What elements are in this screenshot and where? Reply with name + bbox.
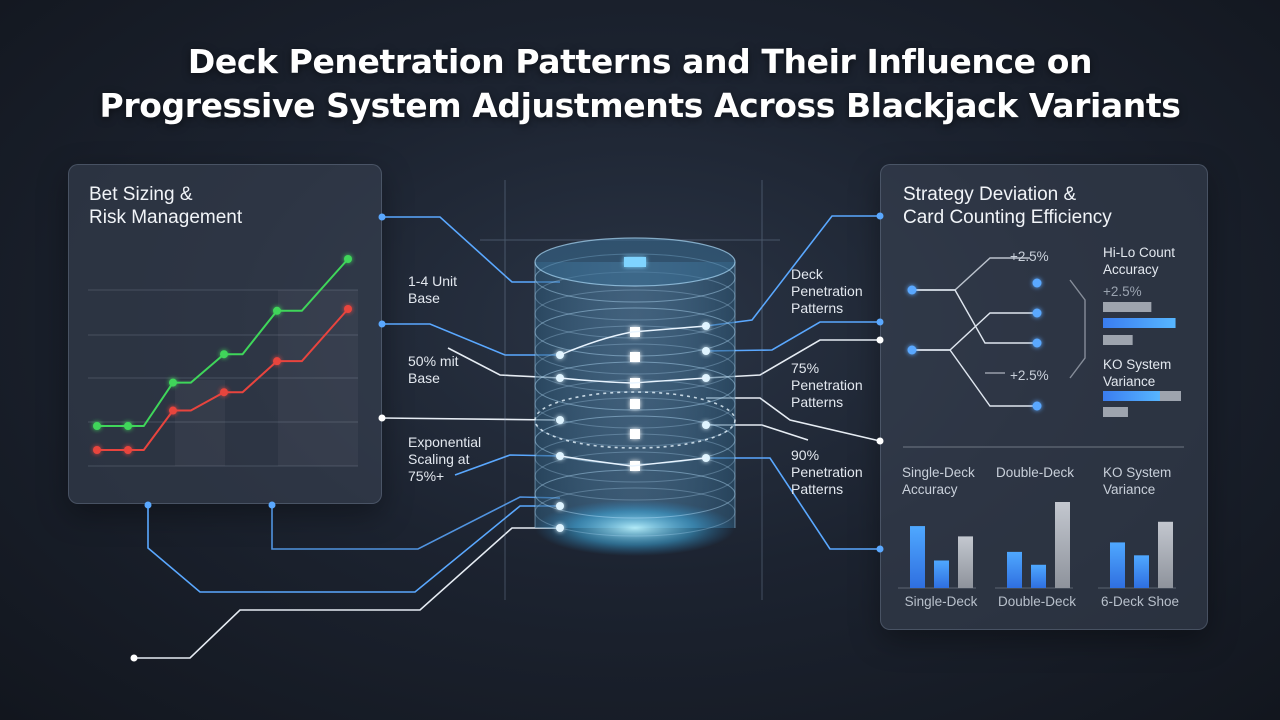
- cylinder-node: [702, 347, 710, 355]
- variant-bar: [1055, 502, 1070, 588]
- strategy-deviation-panel-title: Strategy Deviation & Card Counting Effic…: [903, 183, 1112, 229]
- green-series-point: [124, 422, 132, 430]
- pct-bottom: +2.5%: [1010, 368, 1049, 383]
- red-series-point: [93, 446, 101, 454]
- cylinder-node: [702, 421, 710, 429]
- connector-bottom-right: [706, 457, 880, 550]
- bet-sizing-title-line-2: Risk Management: [89, 207, 243, 228]
- cylinder-nodes: [556, 322, 710, 532]
- variant-bar: [958, 536, 973, 588]
- core-square: [630, 352, 640, 362]
- red-series-point: [273, 357, 281, 366]
- hilo-bar: [1103, 335, 1133, 345]
- red-series-point: [344, 305, 352, 313]
- cylinder-node: [556, 416, 564, 424]
- strategy-title-line-2: Card Counting Efficiency: [903, 207, 1112, 228]
- deck-variant-bar-chart: [898, 502, 1176, 589]
- bet-sizing-panel: Bet Sizing & Risk Management: [68, 164, 382, 504]
- green-series-point: [344, 255, 352, 263]
- red-series-line: [97, 308, 349, 451]
- ko-bar: [1103, 407, 1128, 417]
- deck-cylinder: [534, 237, 736, 556]
- connector-pen-mid: [705, 321, 880, 352]
- strategy-network: [903, 257, 1184, 448]
- bet-sizing-line-chart: [88, 255, 358, 467]
- bar-axis-label-double: Double-Deck: [997, 594, 1077, 609]
- cylinder-node: [556, 502, 564, 510]
- left-connector-dots: [130, 213, 386, 662]
- page-title: Deck Penetration Patterns and Their Infl…: [0, 40, 1280, 128]
- green-series-point: [169, 378, 177, 387]
- pct-top: +2.5%: [1010, 249, 1049, 264]
- variant-bar: [934, 560, 949, 588]
- variant-bar: [910, 526, 925, 588]
- core-link: [559, 377, 707, 384]
- green-series-point: [220, 350, 228, 359]
- connector-bottom-3: [134, 527, 560, 659]
- title-line-2: Progressive System Adjustments Across Bl…: [99, 86, 1181, 125]
- connector-unit-base: [382, 323, 560, 356]
- bar-header-double: Double-Deck: [996, 465, 1075, 480]
- hilo-value: +2.5%: [1103, 284, 1142, 299]
- variant-bar: [1158, 521, 1173, 588]
- connector-bottom-2: [271, 496, 561, 550]
- variant-bar: [1134, 555, 1149, 588]
- right-connector-dots: [876, 212, 884, 553]
- hilo-bar: [1103, 318, 1176, 328]
- connector-bottom-1: [147, 505, 560, 593]
- counting-horizontal-bars: [1103, 302, 1181, 417]
- network-nodes: [907, 278, 1042, 411]
- red-series-point: [220, 388, 228, 397]
- green-series-line: [97, 258, 349, 427]
- cylinder-node: [556, 524, 564, 532]
- hilo-bar: [1103, 302, 1152, 312]
- cylinder-base-glow: [535, 500, 735, 556]
- green-series-point: [273, 306, 281, 315]
- core-square: [630, 429, 640, 439]
- red-series-point: [169, 406, 177, 415]
- green-series-point: [93, 422, 101, 430]
- cylinder-top-marker: [624, 257, 646, 267]
- bar-axis-label-six: 6-Deck Shoe: [1100, 594, 1180, 609]
- bet-sizing-panel-title: Bet Sizing & Risk Management: [89, 183, 242, 229]
- variant-bar: [1110, 542, 1125, 588]
- variant-bar: [1007, 551, 1022, 588]
- ko-bar: [1103, 391, 1160, 401]
- variant-bar: [1031, 564, 1046, 588]
- title-line-1: Deck Penetration Patterns and Their Infl…: [187, 42, 1093, 81]
- connector-exp: [381, 417, 556, 421]
- bar-axis-label-single: Single-Deck: [904, 594, 978, 609]
- bet-sizing-title-line-1: Bet Sizing &: [89, 184, 193, 205]
- core-link: [559, 455, 707, 467]
- strategy-title-line-1: Strategy Deviation &: [903, 184, 1077, 205]
- red-series-point: [124, 446, 132, 454]
- core-link: [559, 325, 707, 356]
- core-square: [630, 399, 640, 409]
